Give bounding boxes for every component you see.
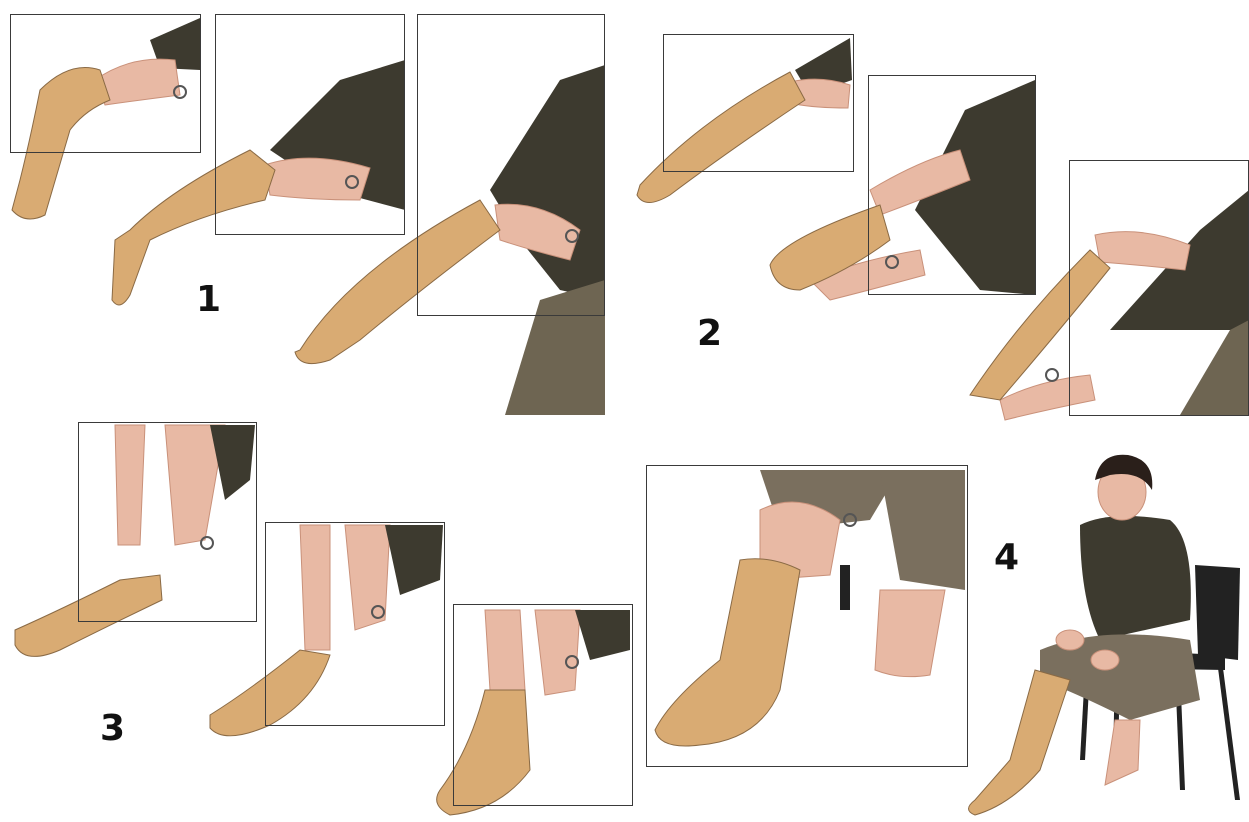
step1-frame-a <box>10 14 201 153</box>
step2-frame-b <box>868 75 1036 295</box>
step-1-number: 1 <box>196 282 221 318</box>
step1-frame-b <box>215 14 405 235</box>
step1-frame-c <box>417 14 605 316</box>
step3-frame-b <box>265 522 445 726</box>
step2-frame-a <box>663 34 854 172</box>
step3-frame-c <box>453 604 633 806</box>
step-3-number: 3 <box>100 711 125 747</box>
step3-frame-a <box>78 422 257 622</box>
step4-woman-seated-art <box>969 455 1241 815</box>
step2-frame-c <box>1069 160 1249 416</box>
step-2-number: 2 <box>697 316 722 352</box>
step-4-number: 4 <box>994 540 1019 576</box>
step4-frame-a <box>646 465 968 767</box>
